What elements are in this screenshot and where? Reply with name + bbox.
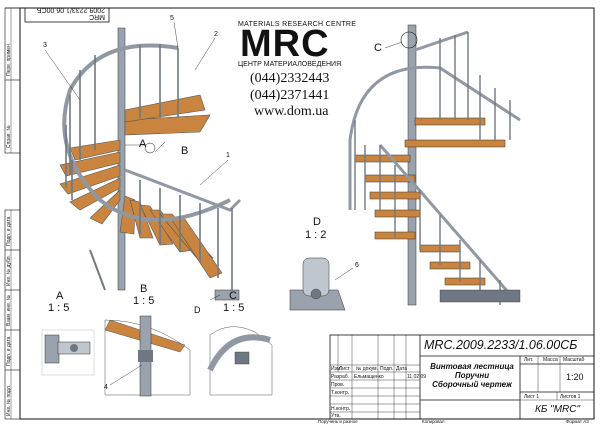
row-podp: Подп. [380,366,394,372]
callout-1: 1 [226,152,230,159]
mass-header: Масса [543,357,558,363]
sheet-no: Лист 1 [524,394,540,400]
row-dokum: № докум. [356,366,378,372]
detail-d-scale: 1 : 2 [305,229,327,241]
detail-d-title: D [313,216,321,228]
role-tkontr: Т.контр. [331,390,350,396]
callout-4: 4 [104,384,108,391]
brand-logo: MRC [240,23,330,65]
row-data: Дата [396,366,408,372]
bottom-label-1: Поручень и разное [318,419,358,424]
doc-name-1: Винтовая лестница [430,362,514,371]
detail-c-scale: 1 : 5 [223,302,245,314]
view-a-marker: A [139,138,147,150]
strip-perv-primen: Перв. примен. [6,42,12,76]
brand-centre-ru: ЦЕНТР МАТЕРИАЛОВЕДЕНИЯ [238,61,342,68]
detail-b-title: B [140,283,148,295]
strip-sprav-no: Справ. № [6,125,12,148]
developer-date: 11.02.09 [407,374,427,380]
brand-centre-en: MATERIALS RESEARCH CENTRE [238,21,357,28]
callout-2: 2 [214,31,218,38]
strip-podp-data-2: Подп. и дата [6,336,12,366]
bottom-label-2: Копировал [422,419,445,424]
role-nkontr: Н.контр. [331,406,351,412]
callout-6: 6 [355,262,359,269]
website: www.dom.ua [254,104,329,119]
view-c-marker: C [374,42,382,54]
organization: КБ "MRC" [535,404,581,415]
callout-3: 3 [43,42,47,49]
rotated-code: MRC 2009.2233/1.06.00СБ [36,6,105,20]
detail-c-title: C [229,290,237,302]
view-d-marker: D [194,305,201,315]
role-razrab: Разраб. [331,374,350,380]
callout-5: 5 [170,15,174,22]
role-utv: Утв. [331,413,341,419]
doc-name-3: Сборочный чертеж [432,380,512,389]
scale-value: 1:20 [566,372,584,382]
strip-vzam-inv: Взам. инв. № [6,295,12,326]
detail-a-scale: 1 : 5 [48,302,70,314]
detail-a-title: A [56,290,64,302]
view-b-marker: B [181,145,189,157]
role-prov: Пров. [331,382,345,388]
lit-header: Лит. [524,357,534,363]
row-list: Лист [339,366,350,372]
developer-name: Ельмащенко [354,374,384,380]
doc-code: MRC.2009.2233/1.06.00СБ [424,338,578,352]
sheets-total: Листов 1 [560,394,581,400]
phone-1: (044)2332443 [250,71,330,86]
row-izm: Изм. [331,366,342,372]
strip-inv-dubl: Инв. № дубл. [6,255,12,286]
strip-podp-data-1: Подп. и дата [6,216,12,246]
scale-header: Масштаб [563,357,585,363]
phone-2: (044)2371441 [250,88,330,103]
detail-b-scale: 1 : 5 [133,295,155,307]
doc-name-2: Поручни [454,371,490,380]
bottom-label-3: Формат А3 [566,419,589,424]
strip-inv-podl: Инв. № подл. [6,384,12,416]
